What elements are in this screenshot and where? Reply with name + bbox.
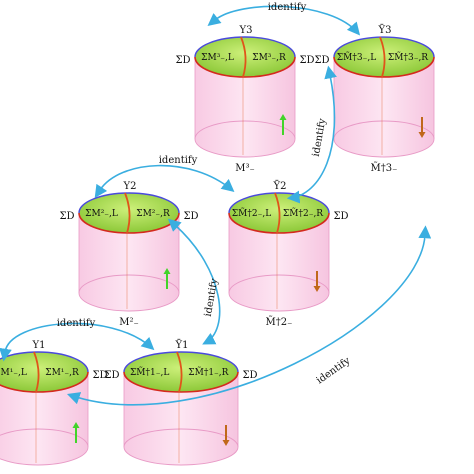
- green-up-arrow-icon: [72, 422, 80, 443]
- brown-down-arrow-icon: [222, 425, 230, 446]
- identify-arrow: [286, 65, 337, 204]
- identify-arrow: [207, 5, 361, 36]
- left-region-label: ΣM³₋,L: [201, 53, 234, 63]
- sigma-d-right-label: ΣD: [299, 55, 314, 66]
- identify-arrow: [94, 164, 235, 198]
- left-region-label: ΣM²₋,L: [85, 209, 118, 219]
- sigma-d-left-label: ΣD: [104, 370, 119, 381]
- cylinder-body: [0, 372, 88, 465]
- identify-label: identify: [311, 117, 329, 157]
- cylinder-base: [123, 428, 239, 466]
- sigma-d-right-label: ΣD: [242, 370, 257, 381]
- cylinder-caption: M̃†2₋: [266, 316, 293, 328]
- left-region-label: ΣM¹₋,L: [0, 368, 27, 378]
- cylinder-caption: M²₋: [119, 317, 139, 328]
- cylinder-body: [195, 57, 295, 157]
- left-region-label: ΣM̃†2₋,L: [232, 207, 271, 219]
- right-region-label: ΣM̃†2₋,R: [283, 207, 323, 219]
- right-region-label: ΣM̃†1₋,R: [188, 366, 228, 378]
- identify-label: identify: [57, 318, 96, 329]
- identify-arrow: [66, 225, 432, 406]
- left-region-label: ΣM̃†1₋,L: [130, 366, 169, 378]
- identify-label: identify: [268, 2, 307, 13]
- right-region-label: ΣM²₋,R: [136, 209, 170, 219]
- upsilon-label: Υ3: [239, 25, 253, 36]
- upsilon-label: Ῡ2: [273, 180, 287, 192]
- identify-label: identify: [159, 155, 198, 166]
- sigma-d-left-label: ΣD: [314, 55, 329, 66]
- sigma-d-right-label: ΣD: [333, 211, 348, 222]
- right-region-label: ΣM³₋,R: [252, 53, 286, 63]
- upsilon-label: Υ1: [32, 340, 46, 351]
- seam-curve: [379, 36, 386, 78]
- right-region-label: ΣM̃†3₋,R: [388, 51, 428, 63]
- sigma-d-left-label: ΣD: [59, 211, 74, 222]
- cylinder-base: [0, 428, 89, 466]
- upsilon-label: Ῡ1: [175, 339, 189, 351]
- left-region-label: ΣM̃†3₋,L: [337, 51, 376, 63]
- seam-curve: [240, 36, 247, 78]
- cylinder-caption: M̃†3₋: [371, 162, 398, 174]
- identify-label: identify: [315, 355, 353, 386]
- green-up-arrow-icon: [279, 114, 287, 135]
- sigma-d-left-label: ΣD: [175, 55, 190, 66]
- cylinder-cap: [0, 352, 88, 392]
- sigma-d-right-label: ΣD: [183, 211, 198, 222]
- upsilon-label: Ῡ3: [378, 24, 392, 36]
- cylinder-body: [334, 57, 434, 157]
- right-region-label: ΣM¹₋,R: [45, 368, 79, 378]
- cylinder-caption: M³₋: [235, 163, 255, 174]
- upsilon-label: Υ2: [123, 181, 137, 192]
- brown-down-arrow-icon: [418, 117, 426, 138]
